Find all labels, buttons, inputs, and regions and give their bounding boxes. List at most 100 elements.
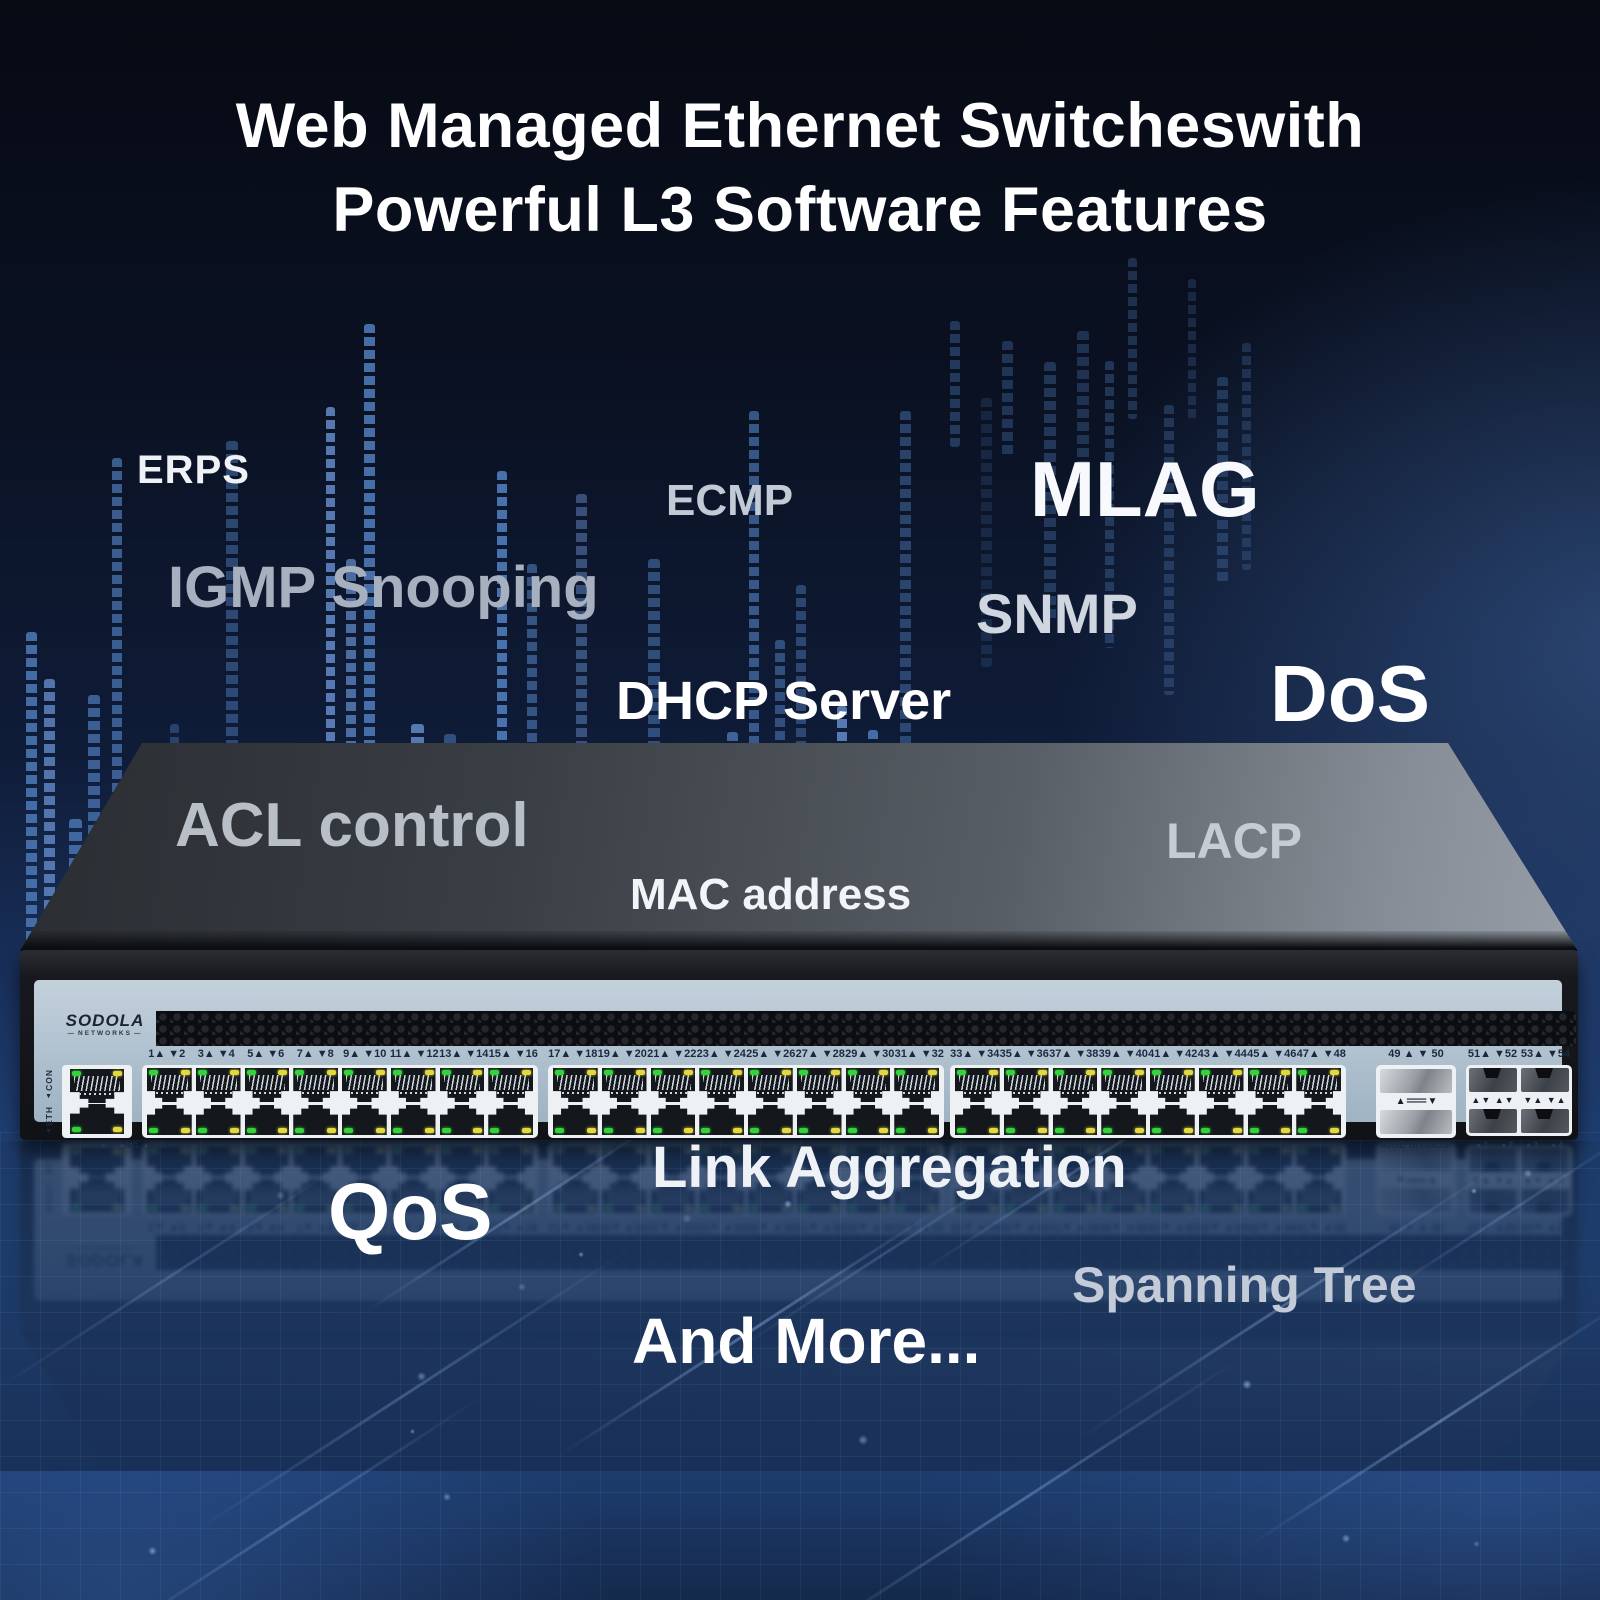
- rj45-pins: [1007, 1075, 1045, 1094]
- rj45-jack: [846, 1105, 891, 1135]
- link-led-green: [750, 1128, 759, 1133]
- rj45-jack: [796, 1068, 842, 1102]
- link-led-green: [246, 1070, 256, 1075]
- rj45-column: [1198, 1068, 1244, 1135]
- qsfp-port: ▲ ==== ▼: [1376, 1065, 1456, 1138]
- rj45-jack: [70, 1104, 124, 1134]
- equalizer-bar: [112, 458, 122, 950]
- sfp-port: [1521, 1109, 1569, 1133]
- link-led-green: [1200, 1070, 1210, 1075]
- rj45-pins: [1202, 1075, 1240, 1094]
- ethernet-switch: SODOLA NETWORKS CONETH 1▲ ▼23▲ ▼45▲ ▼67▲…: [0, 735, 1600, 1151]
- feature-lacp: LACP: [1166, 813, 1303, 869]
- activity-led-yellow: [928, 1128, 937, 1133]
- equalizer-bar: [980, 398, 992, 668]
- link-led-green: [149, 1070, 158, 1075]
- link-led-green: [197, 1070, 207, 1075]
- rj45-column: [748, 1068, 793, 1135]
- link-led-green: [72, 1071, 81, 1076]
- activity-led-yellow: [522, 1128, 531, 1133]
- rj45-jack: [1003, 1068, 1049, 1102]
- link-led-green: [1006, 1128, 1015, 1133]
- port-pair-label: 19▲ ▼20: [597, 1048, 647, 1060]
- link-led-green: [442, 1128, 451, 1133]
- activity-led-yellow: [1330, 1070, 1339, 1075]
- activity-led-yellow: [586, 1070, 596, 1075]
- rj45-column: [390, 1068, 436, 1135]
- link-led-green: [1201, 1128, 1210, 1133]
- rj45-jack: [955, 1068, 1000, 1102]
- rj45-jack: [1150, 1068, 1195, 1102]
- equalizer-bar: [576, 494, 588, 950]
- link-led-green: [1103, 1070, 1113, 1075]
- rj45-jack: [196, 1105, 241, 1135]
- feature-mac-address: MAC address: [630, 870, 912, 919]
- link-led-green: [957, 1128, 966, 1133]
- sfp-led-labels: 1234: [1470, 1140, 1570, 1150]
- port-pair-label: 15▲ ▼16: [488, 1048, 538, 1060]
- rj45-column: [342, 1068, 387, 1135]
- rj45-jack: [70, 1069, 124, 1103]
- equalizer-bar: [1128, 258, 1137, 419]
- rj45-column: [1247, 1068, 1293, 1135]
- activity-led-yellow: [781, 1070, 791, 1075]
- sfp-pair-label: 51▲ ▼52: [1467, 1048, 1518, 1060]
- qsfp-cage-bottom: [1380, 1110, 1452, 1134]
- activity-led-yellow: [928, 1070, 937, 1075]
- rj45-pins: [605, 1075, 643, 1094]
- rj45-jacks: [950, 1065, 1346, 1138]
- rj45-pins: [703, 1075, 740, 1094]
- rj45-column: [1296, 1068, 1341, 1135]
- rj45-column: [601, 1068, 647, 1135]
- port-pair-label: 13▲ ▼14: [439, 1048, 489, 1060]
- status-led-id: ID: [102, 1141, 115, 1150]
- sfp-column: ▲▼ ▲▼: [1469, 1068, 1517, 1133]
- activity-led-yellow: [230, 1128, 239, 1133]
- activity-led-yellow: [1330, 1128, 1339, 1133]
- feature-mlag: MLAG: [1030, 445, 1260, 533]
- rj45-column: [1003, 1068, 1049, 1135]
- equalizer-bar: [748, 410, 760, 950]
- link-led-green: [555, 1128, 564, 1133]
- activity-led-yellow: [1135, 1128, 1144, 1133]
- console-port-labels: CONETH: [43, 1065, 55, 1138]
- console-ports: [62, 1065, 132, 1138]
- rj45-jacks: [142, 1065, 538, 1138]
- sfp-pair-label: 53▲ ▼54: [1520, 1048, 1571, 1060]
- sfp-led-4: 4: [1552, 1140, 1563, 1150]
- activity-led-yellow: [229, 1070, 239, 1075]
- link-led-green: [1152, 1128, 1161, 1133]
- rj45-column: [1052, 1068, 1098, 1135]
- link-led-green: [603, 1070, 613, 1075]
- link-led-green: [490, 1128, 499, 1133]
- feature-dhcp-server: DHCP Server: [616, 671, 952, 731]
- rj45-jack: [488, 1068, 533, 1102]
- rj45-jack: [651, 1105, 696, 1135]
- activity-led-yellow: [879, 1070, 889, 1075]
- equalizer-bar: [1217, 376, 1229, 582]
- rj45-pins: [752, 1075, 789, 1094]
- rj45-pins: [959, 1075, 996, 1094]
- activity-led-yellow: [733, 1128, 742, 1133]
- activity-led-yellow: [635, 1070, 645, 1075]
- rj45-jack: [293, 1068, 338, 1102]
- rj45-pins: [346, 1075, 383, 1094]
- rj45-pins: [1105, 1075, 1142, 1094]
- rj45-jack: [439, 1068, 485, 1102]
- title-line-1: Web Managed Ethernet Switcheswith: [235, 91, 1365, 161]
- rj45-jack: [1247, 1068, 1293, 1102]
- rj45-pins: [199, 1075, 237, 1094]
- activity-led-yellow: [636, 1128, 645, 1133]
- rj45-pins: [1154, 1075, 1191, 1094]
- switch-faceplate: SODOLA NETWORKS CONETH 1▲ ▼23▲ ▼45▲ ▼67▲…: [34, 980, 1576, 1151]
- rj45-jack: [699, 1105, 744, 1135]
- port-pair-label: 39▲ ▼40: [1098, 1048, 1148, 1060]
- link-led-green: [247, 1128, 256, 1133]
- link-led-green: [1249, 1070, 1259, 1075]
- activity-led-yellow: [989, 1128, 998, 1133]
- rj45-jack: [1150, 1105, 1195, 1135]
- activity-led-yellow: [1233, 1128, 1242, 1133]
- activity-led-yellow: [522, 1070, 531, 1075]
